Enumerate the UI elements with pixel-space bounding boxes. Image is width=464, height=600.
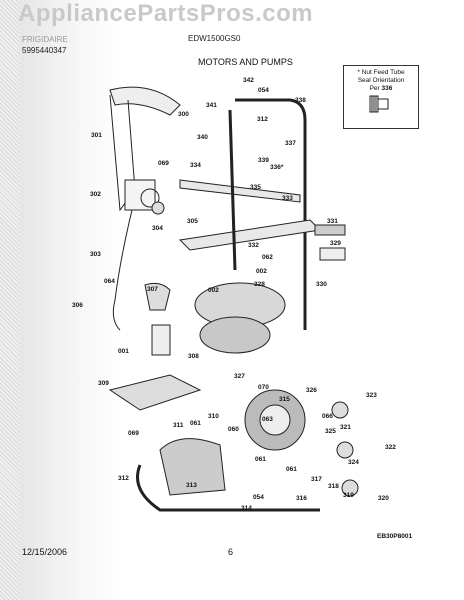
callout: 342	[243, 77, 254, 84]
impeller	[259, 404, 291, 436]
tube-338	[235, 98, 307, 330]
callout: 338	[295, 97, 306, 104]
valve-320	[341, 479, 359, 497]
callout: 309	[98, 380, 109, 387]
heater-331	[314, 224, 346, 236]
section-title: MOTORS AND PUMPS	[198, 57, 293, 67]
callout: 062	[262, 254, 273, 261]
callout: 332	[248, 242, 259, 249]
housing-313	[159, 438, 226, 496]
model-number: EDW1500GS0	[188, 34, 241, 43]
callout: 304	[152, 225, 163, 232]
callout: 002	[256, 268, 267, 275]
callout: 319	[343, 492, 354, 499]
callout: 335	[250, 184, 261, 191]
callout: 339	[258, 157, 269, 164]
callout: 311	[173, 422, 184, 429]
callout: 301	[91, 132, 102, 139]
callout: 002	[208, 287, 219, 294]
note-line-3: Per 336	[344, 85, 418, 93]
upper-arm-300	[109, 86, 181, 116]
callout: 312	[118, 475, 129, 482]
callout: 322	[385, 444, 396, 451]
callout: 307	[147, 286, 158, 293]
hose-312	[136, 464, 320, 512]
callout: 313	[186, 482, 197, 489]
callout: 312	[257, 116, 268, 123]
brand-line: FRIGIDAIRE	[22, 35, 68, 44]
callout: 341	[206, 102, 217, 109]
callout: 328	[254, 281, 265, 288]
filter-308	[151, 324, 171, 356]
callout: 069	[158, 160, 169, 167]
callout: 054	[258, 87, 269, 94]
callout: 054	[253, 494, 264, 501]
sidebar-gradient	[20, 0, 120, 600]
seal-orientation-note: * Nut Feed Tube Seal Orientation Per 336	[343, 65, 419, 129]
sidebar-texture	[0, 0, 20, 600]
tray-309	[108, 374, 202, 411]
callout: 329	[330, 240, 341, 247]
callout: 310	[208, 413, 219, 420]
callout: 063	[262, 416, 273, 423]
callout: 315	[279, 396, 290, 403]
callout: 061	[190, 420, 201, 427]
callout: 061	[255, 456, 266, 463]
pump-motor	[199, 316, 271, 354]
callout: 064	[104, 278, 115, 285]
callout: 306	[72, 302, 83, 309]
callout: 324	[348, 459, 359, 466]
callout: 300	[178, 111, 189, 118]
callout: 302	[90, 191, 101, 198]
hub-304	[151, 201, 165, 215]
footer-page-number: 6	[228, 547, 234, 557]
callout: 001	[118, 348, 129, 355]
note-line-1: * Nut Feed Tube	[357, 69, 405, 76]
part-number: 5995440347	[22, 46, 67, 55]
header-block: FRIGIDAIRE 5995440347	[22, 34, 68, 56]
callout: 337	[285, 140, 296, 147]
callout: 336*	[270, 164, 284, 171]
callout: 333	[282, 195, 293, 202]
hose-303	[112, 209, 133, 331]
watermark: AppliancePartsPros.com	[18, 0, 314, 27]
callout: 316	[296, 495, 307, 502]
feed-tube-335	[228, 109, 237, 271]
callout: 314	[241, 505, 252, 512]
callout: 305	[187, 218, 198, 225]
callout: 327	[234, 373, 245, 380]
callout: 060	[228, 426, 239, 433]
seal-069	[140, 188, 160, 208]
callout: 061	[286, 466, 297, 473]
callout: 066	[322, 413, 333, 420]
callout: 325	[325, 428, 336, 435]
callout: 321	[340, 424, 351, 431]
figure-code: EB30P8001	[377, 533, 413, 540]
callout: 326	[306, 387, 317, 394]
fitting-329	[319, 247, 346, 261]
seal-icon	[369, 95, 389, 113]
callout: 318	[328, 483, 339, 490]
callout: 070	[258, 384, 269, 391]
callout: 317	[311, 476, 322, 483]
valve-322	[336, 441, 354, 459]
callout: 069	[128, 430, 139, 437]
callout: 308	[188, 353, 199, 360]
note-ref: 336	[381, 85, 393, 92]
filter-307	[144, 282, 171, 311]
callout: 320	[378, 495, 389, 502]
callout: 334	[190, 162, 201, 169]
switch-323	[331, 401, 349, 419]
callout: 330	[316, 281, 327, 288]
note-per: Per	[369, 85, 380, 92]
note-line-2: Seal Orientation	[357, 77, 405, 84]
bracket-302	[124, 179, 156, 211]
callout: 331	[327, 218, 338, 225]
callout: 303	[90, 251, 101, 258]
callout: 323	[366, 392, 377, 399]
exploded-parts-diagram	[108, 86, 359, 512]
footer-date: 12/15/2006	[22, 547, 68, 557]
spray-arm-334	[179, 179, 301, 203]
callout: 340	[197, 134, 208, 141]
